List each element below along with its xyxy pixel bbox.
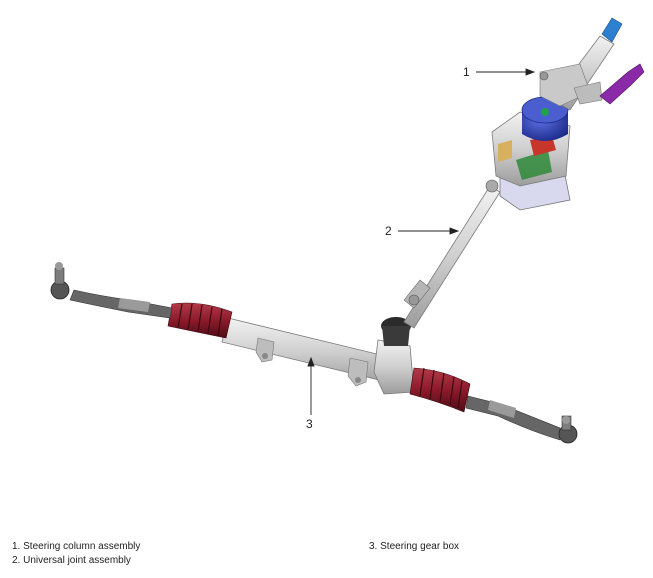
left-bellows-boot: [167, 302, 233, 339]
right-tie-rod-end: [465, 395, 578, 444]
steering-column-assembly: [491, 17, 645, 211]
steering-system-diagram: [50, 17, 645, 444]
legend-item-1: 1. Steering column assembly: [12, 541, 141, 552]
steering-gear-box: [221, 317, 415, 395]
left-tie-rod-end: [50, 262, 173, 319]
legend-item-3: 3. Steering gear box: [369, 541, 460, 552]
tilt-lever: [599, 63, 645, 105]
callout-number-3: 3: [306, 417, 313, 431]
callout-number-1: 1: [463, 65, 470, 79]
callout-number-2: 2: [385, 224, 392, 238]
callout-leaders: [307, 68, 536, 415]
column-shaft-tip: [601, 17, 623, 43]
right-bellows-boot: [409, 367, 471, 413]
universal-joint-shaft: [403, 179, 501, 329]
legend-item-2: 2. Universal joint assembly: [12, 555, 131, 566]
